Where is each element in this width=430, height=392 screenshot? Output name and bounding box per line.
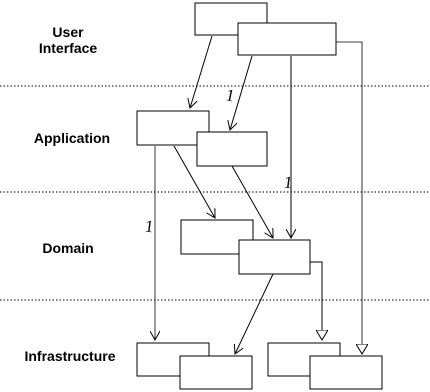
ui-class-box-2 bbox=[237, 22, 337, 56]
dependency-ui2-to-infra4 bbox=[336, 41, 362, 354]
dependency-domain2-to-infra4 bbox=[310, 261, 322, 340]
application-class-box-2 bbox=[196, 131, 268, 167]
layer-label-user-interface-line1: User bbox=[52, 24, 84, 40]
layer-label-user-interface: User Interface bbox=[30, 24, 106, 56]
application-class-box-1 bbox=[136, 110, 210, 146]
layer-label-application: Application bbox=[33, 130, 111, 146]
dependency-ui2-to-app2 bbox=[230, 55, 253, 130]
dependency-ui1-to-app1 bbox=[190, 35, 213, 108]
infrastructure-class-box-2 bbox=[179, 355, 253, 390]
multiplicity-mark-ui-domain: 1 bbox=[283, 172, 294, 192]
multiplicity-mark-ui-app: 1 bbox=[224, 85, 236, 105]
multiplicity-mark-app-infra: 1 bbox=[144, 216, 155, 236]
layer-label-infrastructure: Infrastructure bbox=[24, 348, 116, 364]
dependency-app2-to-domain2 bbox=[231, 165, 273, 238]
dependency-domain2-to-infra2 bbox=[235, 273, 274, 354]
layer-label-domain: Domain bbox=[42, 240, 94, 256]
layer-label-user-interface-line2: Interface bbox=[38, 40, 98, 56]
infrastructure-class-box-4 bbox=[309, 355, 383, 390]
dependency-app1-to-domain1 bbox=[173, 145, 215, 218]
domain-class-box-2 bbox=[238, 239, 311, 275]
